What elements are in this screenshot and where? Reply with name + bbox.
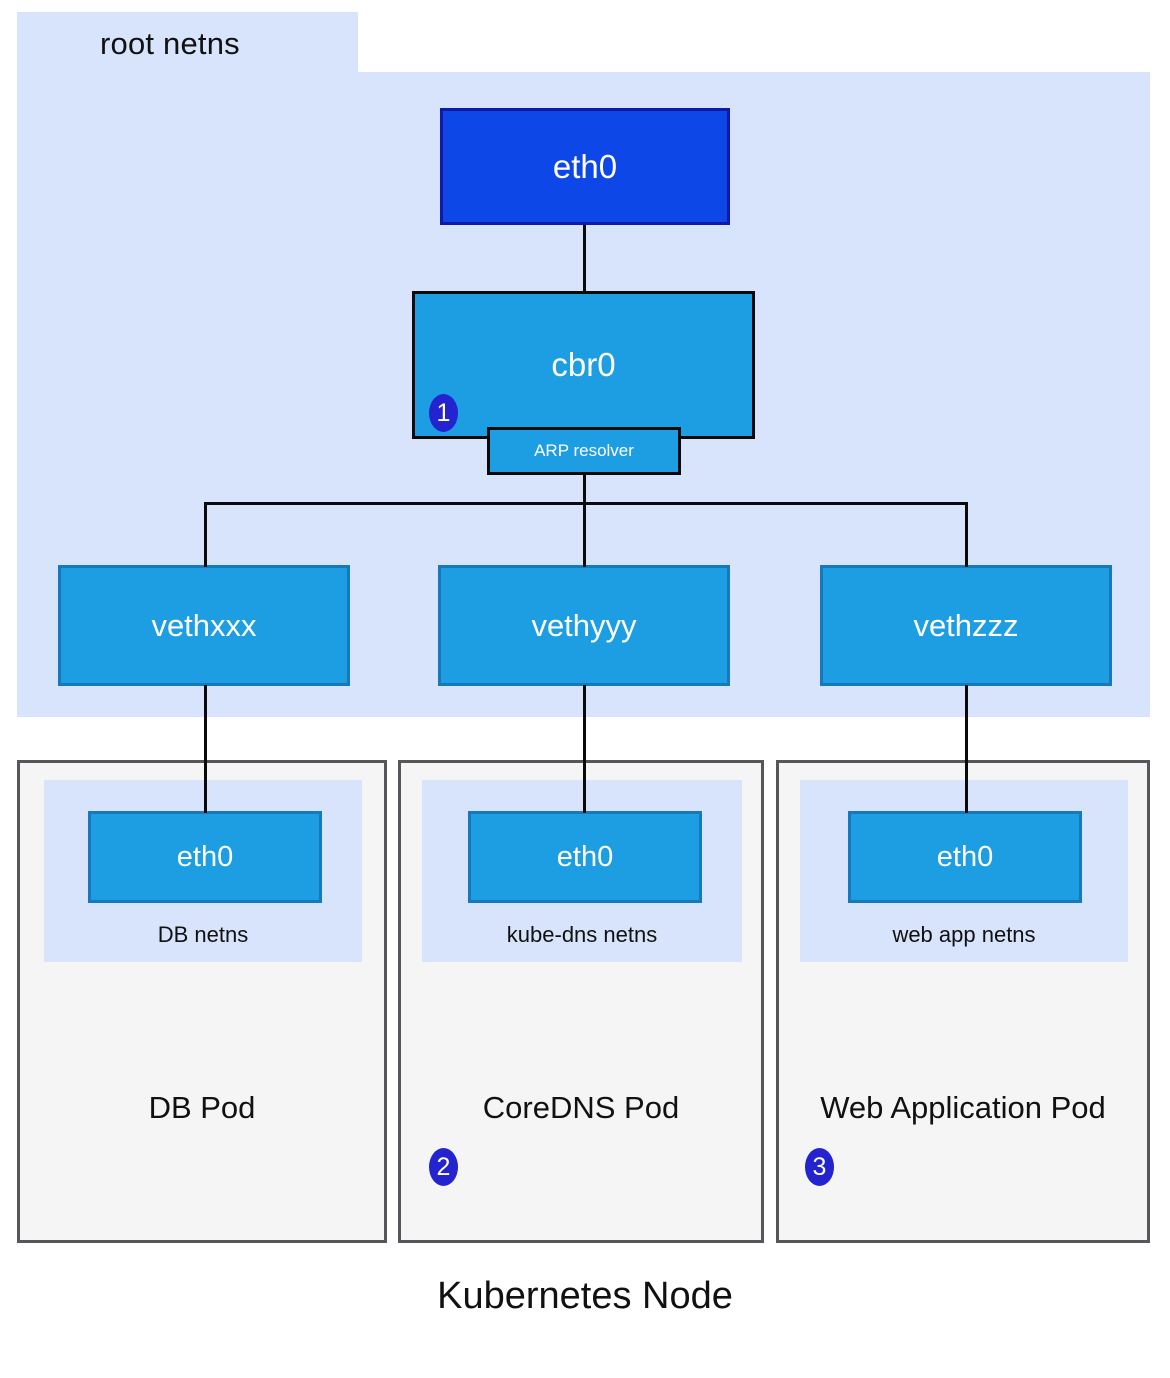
vethzzz-label: vethzzz bbox=[913, 607, 1019, 643]
badge-2: 2 bbox=[429, 1148, 458, 1186]
host-eth0-label: eth0 bbox=[552, 147, 618, 185]
coredns-pod-eth0-box: eth0 bbox=[468, 811, 702, 903]
vethxxx-label: vethxxx bbox=[151, 607, 257, 643]
db-netns-label: DB netns bbox=[157, 922, 249, 947]
coredns-pod-title: CoreDNS Pod bbox=[482, 1090, 680, 1125]
arp-resolver-label: ARP resolver bbox=[534, 441, 634, 460]
badge-1: 1 bbox=[429, 394, 458, 432]
vethzzz-box: vethzzz bbox=[820, 565, 1112, 686]
host-eth0-box: eth0 bbox=[440, 108, 730, 225]
connector-arp-to-bus bbox=[583, 475, 586, 505]
db-pod-eth0-box: eth0 bbox=[88, 811, 322, 903]
cbr0-label: cbr0 bbox=[551, 346, 616, 383]
connector-eth0-to-cbr0 bbox=[583, 225, 586, 292]
veth-bus-horizontal bbox=[204, 502, 968, 505]
root-netns-label: root netns bbox=[100, 26, 240, 61]
cbr0-bridge-box: cbr0 bbox=[412, 291, 755, 439]
db-pod-eth0-label: eth0 bbox=[176, 840, 234, 873]
db-pod-title: DB Pod bbox=[148, 1090, 256, 1125]
arp-resolver-box: ARP resolver bbox=[487, 427, 681, 475]
connector-vethxxx-to-db-eth0 bbox=[204, 685, 207, 813]
connector-vethzzz-to-webapp-eth0 bbox=[965, 685, 968, 813]
vethyyy-label: vethyyy bbox=[531, 607, 637, 643]
webapp-pod-title: Web Application Pod bbox=[820, 1090, 1106, 1125]
connector-bus-to-vethxxx bbox=[204, 502, 207, 567]
kube-dns-netns-label: kube-dns netns bbox=[506, 922, 658, 947]
webapp-pod-eth0-label: eth0 bbox=[936, 840, 994, 873]
node-caption: Kubernetes Node bbox=[437, 1275, 733, 1317]
vethxxx-box: vethxxx bbox=[58, 565, 350, 686]
coredns-pod-eth0-label: eth0 bbox=[556, 840, 614, 873]
root-netns-region-tab bbox=[17, 12, 358, 74]
vethyyy-box: vethyyy bbox=[438, 565, 730, 686]
webapp-pod-eth0-box: eth0 bbox=[848, 811, 1082, 903]
connector-bus-to-vethzzz bbox=[965, 502, 968, 567]
web-app-netns-label: web app netns bbox=[892, 922, 1036, 947]
connector-bus-to-vethyyy bbox=[583, 502, 586, 567]
connector-vethyyy-to-coredns-eth0 bbox=[583, 685, 586, 813]
badge-3: 3 bbox=[805, 1148, 834, 1186]
